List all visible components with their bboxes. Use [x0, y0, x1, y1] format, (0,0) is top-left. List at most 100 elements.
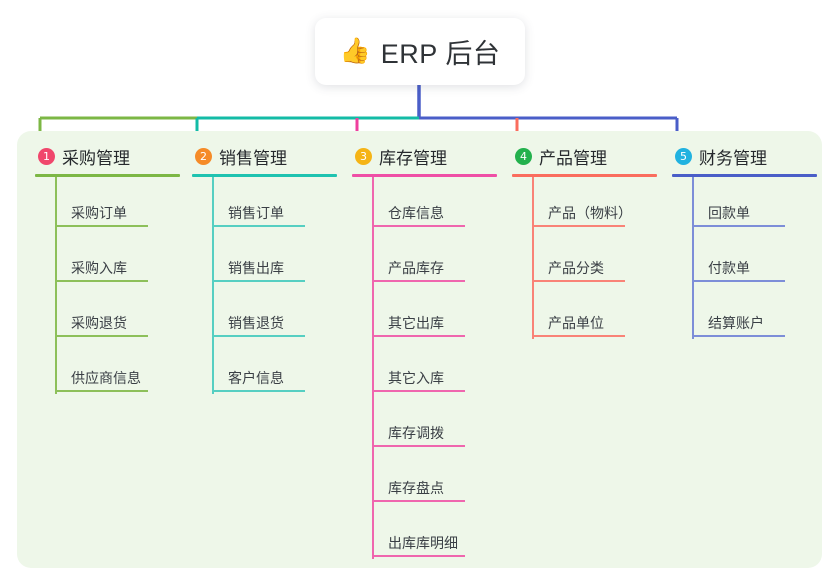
branch-header-3[interactable]: 3 库存管理 — [352, 143, 508, 169]
branch-number-badge: 1 — [38, 147, 55, 165]
branches-panel — [17, 131, 822, 568]
branch-item-label: 产品分类 — [548, 260, 604, 276]
branch-title: 销售管理 — [219, 148, 287, 168]
thumbs-up-emoji: 👍 — [339, 37, 371, 65]
branch-item-label: 采购退货 — [71, 315, 127, 331]
branch-item-underline — [372, 280, 465, 282]
branch-number-badge: 3 — [355, 147, 372, 165]
branch-vertical-connector — [55, 177, 57, 394]
branch-item[interactable]: 产品（物料） — [512, 177, 668, 232]
branch-item[interactable]: 采购退货 — [35, 287, 191, 342]
branch-item-label: 库存调拨 — [388, 425, 444, 441]
branch-title: 采购管理 — [62, 148, 130, 168]
branch-vertical-connector — [212, 177, 214, 394]
branch-header-1[interactable]: 1 采购管理 — [35, 143, 191, 169]
branch-item-label: 供应商信息 — [71, 370, 141, 386]
branch-item-underline — [212, 225, 305, 227]
branch-item-underline — [692, 280, 785, 282]
branch-column-4: 4 产品管理产品（物料） 产品分类产品单位 — [512, 143, 668, 342]
branch-item-list: 产品（物料） 产品分类产品单位 — [512, 177, 668, 342]
branch-item-label: 产品库存 — [388, 260, 444, 276]
branch-vertical-connector — [532, 177, 534, 339]
branch-item-label: 销售订单 — [228, 205, 284, 221]
branch-item[interactable]: 仓库信息 — [352, 177, 508, 232]
branch-title: 库存管理 — [379, 148, 447, 168]
branch-item[interactable]: 其它出库 — [352, 287, 508, 342]
branch-item-label: 结算账户 — [708, 315, 764, 331]
branch-header-underline — [35, 174, 180, 177]
branch-item[interactable]: 客户信息 — [192, 342, 348, 397]
branch-item-list: 采购订单采购入库采购退货供应商信息 — [35, 177, 191, 397]
branch-title: 产品管理 — [539, 148, 607, 168]
branch-item-label: 采购入库 — [71, 260, 127, 276]
branch-item-label: 出库库明细 — [388, 535, 458, 551]
branch-item-underline — [532, 335, 625, 337]
branch-item-label: 销售退货 — [228, 315, 284, 331]
branch-item-underline — [532, 280, 625, 282]
branch-item[interactable]: 供应商信息 — [35, 342, 191, 397]
branch-item[interactable]: 采购入库 — [35, 232, 191, 287]
root-node-title: ERP 后台 — [380, 39, 501, 69]
branch-vertical-connector — [692, 177, 694, 339]
branch-vertical-connector — [372, 177, 374, 559]
branch-item[interactable]: 产品库存 — [352, 232, 508, 287]
branch-item[interactable]: 出库库明细 — [352, 507, 508, 562]
branch-item-underline — [692, 225, 785, 227]
branch-item-underline — [532, 225, 625, 227]
branch-item-label: 仓库信息 — [388, 205, 444, 221]
branch-column-5: 5 财务管理回款单付款单结算账户 — [672, 143, 828, 342]
branch-item-underline — [372, 445, 465, 447]
branch-item-label: 产品单位 — [548, 315, 604, 331]
branch-item[interactable]: 付款单 — [672, 232, 828, 287]
branch-item-underline — [55, 225, 148, 227]
branch-item[interactable]: 产品分类 — [512, 232, 668, 287]
branch-item-underline — [55, 390, 148, 392]
branch-item-list: 回款单付款单结算账户 — [672, 177, 828, 342]
branch-item[interactable]: 结算账户 — [672, 287, 828, 342]
branch-item[interactable]: 销售订单 — [192, 177, 348, 232]
branch-header-5[interactable]: 5 财务管理 — [672, 143, 828, 169]
branch-item-list: 销售订单销售出库销售退货客户信息 — [192, 177, 348, 397]
branch-number-badge: 5 — [675, 147, 692, 165]
branch-item-underline — [372, 555, 465, 557]
branch-item-underline — [372, 225, 465, 227]
root-node-content: 👍 ERP 后台 — [340, 32, 501, 71]
branch-item-underline — [55, 280, 148, 282]
root-node-card[interactable]: 👍 ERP 后台 — [315, 18, 525, 85]
branch-item-label: 产品（物料） — [548, 205, 632, 221]
branch-item[interactable]: 产品单位 — [512, 287, 668, 342]
branch-item[interactable]: 采购订单 — [35, 177, 191, 232]
branch-item-underline — [372, 390, 465, 392]
branch-item-underline — [212, 280, 305, 282]
branch-header-underline — [512, 174, 657, 177]
branch-column-3: 3 库存管理仓库信息产品库存其它出库其它入库库存调拨库存盘点出库库明细 — [352, 143, 508, 562]
branch-item[interactable]: 库存调拨 — [352, 397, 508, 452]
branch-item-label: 销售出库 — [228, 260, 284, 276]
branch-header-underline — [352, 174, 497, 177]
branch-item[interactable]: 回款单 — [672, 177, 828, 232]
branch-item-underline — [212, 335, 305, 337]
branch-number-badge: 4 — [515, 147, 532, 165]
branch-item[interactable]: 销售退货 — [192, 287, 348, 342]
branch-item-label: 其它入库 — [388, 370, 444, 386]
branch-item-underline — [692, 335, 785, 337]
branch-header-underline — [192, 174, 337, 177]
branch-title: 财务管理 — [699, 148, 767, 168]
branch-item-underline — [212, 390, 305, 392]
branch-header-4[interactable]: 4 产品管理 — [512, 143, 668, 169]
branch-item-label: 其它出库 — [388, 315, 444, 331]
branch-item-underline — [55, 335, 148, 337]
branch-item-underline — [372, 500, 465, 502]
branch-item-underline — [372, 335, 465, 337]
branch-item[interactable]: 销售出库 — [192, 232, 348, 287]
branch-item[interactable]: 库存盘点 — [352, 452, 508, 507]
branch-item-list: 仓库信息产品库存其它出库其它入库库存调拨库存盘点出库库明细 — [352, 177, 508, 562]
branch-item-label: 库存盘点 — [388, 480, 444, 496]
branch-item[interactable]: 其它入库 — [352, 342, 508, 397]
branch-column-1: 1 采购管理采购订单采购入库采购退货供应商信息 — [35, 143, 191, 397]
branch-item-label: 付款单 — [708, 260, 750, 276]
